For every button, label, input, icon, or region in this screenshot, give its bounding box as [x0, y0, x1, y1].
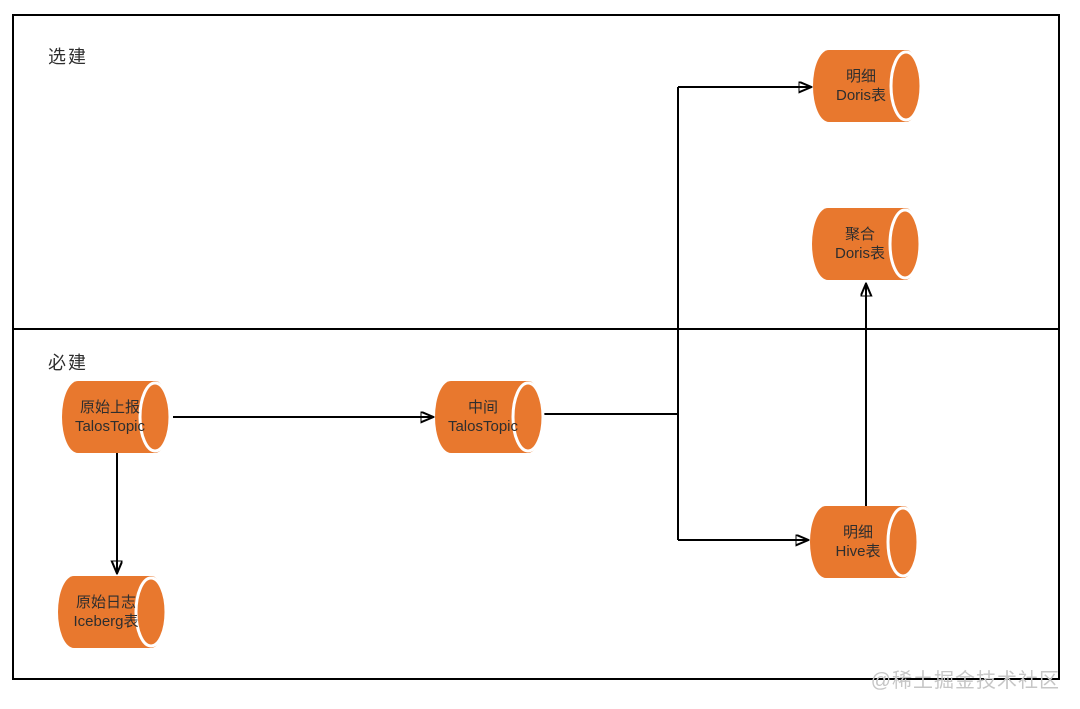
- node-label-line2: Doris表: [834, 245, 885, 262]
- node-label: 中间 TalosTopic: [435, 381, 531, 453]
- cylinder-icon: [62, 381, 172, 453]
- node-detail-hive-table: 明细 Hive表: [810, 506, 920, 578]
- cylinder-icon: [810, 506, 920, 578]
- node-label-line1: 原始日志: [75, 594, 136, 611]
- node-label: 明细 Doris表: [813, 50, 909, 122]
- watermark: @稀土掘金技术社区: [870, 670, 1060, 692]
- node-label: 原始日志 Iceberg表: [58, 576, 154, 648]
- cylinder-icon: [812, 208, 922, 280]
- node-middle-talos-topic: 中间 TalosTopic: [435, 381, 545, 453]
- node-label-line1: 明细: [842, 524, 873, 541]
- section-label-optional: 选建: [48, 47, 88, 67]
- node-label-line2: Hive表: [835, 543, 881, 560]
- node-label-line1: 中间: [467, 399, 498, 416]
- node-label-line2: Iceberg表: [73, 613, 139, 630]
- node-label-line2: TalosTopic: [447, 418, 519, 435]
- node-label-line1: 聚合: [844, 226, 875, 243]
- cylinder-icon: [813, 50, 923, 122]
- node-raw-report-talos-topic: 原始上报 TalosTopic: [62, 381, 172, 453]
- node-label-line1: 原始上报: [79, 399, 140, 416]
- node-label-line2: TalosTopic: [74, 418, 146, 435]
- section-required-box: [12, 328, 1060, 680]
- cylinder-icon: [58, 576, 168, 648]
- node-label: 聚合 Doris表: [812, 208, 908, 280]
- node-label: 明细 Hive表: [810, 506, 906, 578]
- cylinder-icon: [435, 381, 545, 453]
- node-raw-log-iceberg-table: 原始日志 Iceberg表: [58, 576, 168, 648]
- node-label-line1: 明细: [845, 68, 876, 85]
- node-label: 原始上报 TalosTopic: [62, 381, 158, 453]
- section-label-required: 必建: [48, 353, 88, 373]
- node-label-line2: Doris表: [835, 87, 886, 104]
- node-detail-doris-table: 明细 Doris表: [813, 50, 923, 122]
- node-aggregate-doris-table: 聚合 Doris表: [812, 208, 922, 280]
